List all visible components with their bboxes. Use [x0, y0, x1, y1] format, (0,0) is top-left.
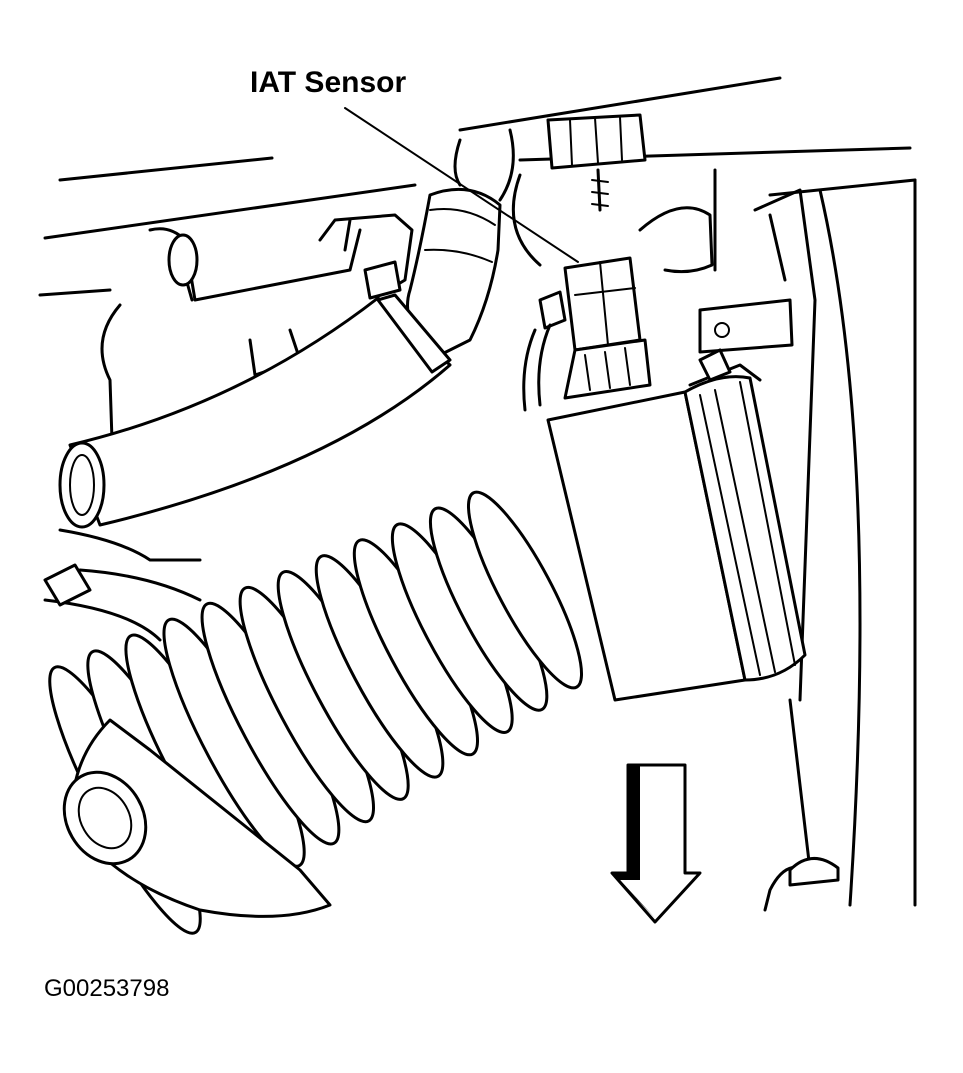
- callout-leader-line: [344, 107, 579, 263]
- figure-id: G00253798: [44, 975, 170, 1002]
- iat-sensor-label: IAT Sensor: [250, 66, 407, 99]
- upper-hose: [406, 113, 717, 362]
- right-side-panel: [698, 178, 917, 912]
- direction-arrow-icon: [610, 763, 702, 924]
- bellows-rib: [466, 490, 584, 690]
- upper-engine-components: [100, 213, 414, 442]
- left-pipe: [43, 293, 452, 642]
- air-cleaner-housing: [62, 718, 332, 918]
- iat-sensor: [522, 256, 652, 412]
- intake-bellows: [48, 490, 584, 935]
- intake-duct: [546, 348, 807, 702]
